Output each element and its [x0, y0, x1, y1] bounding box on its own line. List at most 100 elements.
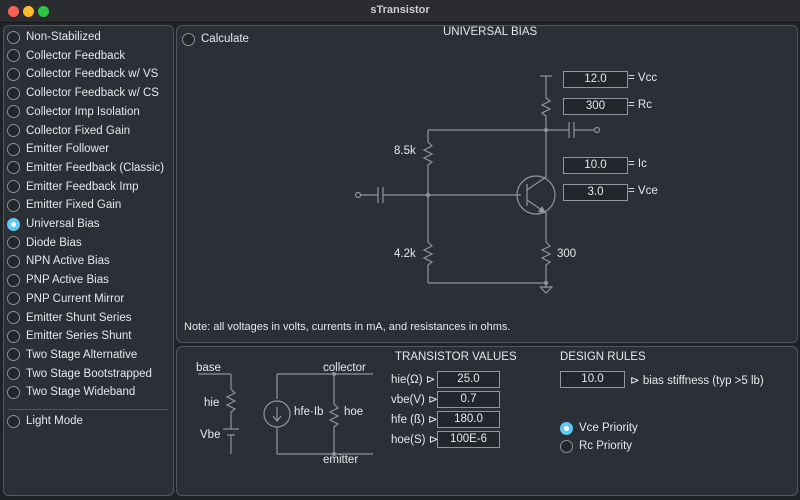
transistor-param-field[interactable]: 25.0 — [437, 371, 500, 388]
vce-label: = Vce — [628, 185, 658, 197]
rc-label: = Rc — [628, 99, 652, 111]
sidebar-item[interactable]: Two Stage Bootstrapped — [7, 365, 167, 383]
calculate-radio[interactable] — [182, 32, 195, 46]
sidebar-item-label: Emitter Series Shunt — [26, 330, 132, 343]
design-rules-title: DESIGN RULES — [560, 351, 646, 363]
hie-label: hie — [204, 397, 220, 409]
sidebar-item-label: Two Stage Alternative — [26, 348, 138, 361]
circuit-radio[interactable] — [7, 217, 20, 231]
sidebar-item[interactable]: Collector Feedback w/ CS — [7, 84, 167, 102]
collector-label: collector — [323, 362, 366, 374]
ic-label: = Ic — [628, 158, 647, 170]
circuit-radio[interactable] — [7, 348, 20, 362]
vce-field[interactable]: 3.0 — [563, 184, 628, 201]
rc-field[interactable]: 300 — [563, 98, 628, 115]
circuit-radio[interactable] — [7, 86, 20, 100]
calculate-toggle[interactable]: Calculate — [182, 30, 342, 48]
r2-resistor — [422, 240, 434, 267]
sidebar-item-label: Emitter Fixed Gain — [26, 199, 122, 212]
zoom-window-button[interactable] — [38, 6, 49, 17]
bias-stiffness-field[interactable]: 10.0 — [560, 371, 625, 388]
sidebar-divider — [8, 409, 168, 410]
sidebar-item[interactable]: Emitter Shunt Series — [7, 309, 167, 327]
npn-transistor — [516, 175, 556, 215]
sidebar-item-label: Universal Bias — [26, 218, 100, 230]
light-mode-radio[interactable] — [7, 414, 20, 428]
sidebar-item[interactable]: Non-Stabilized — [7, 28, 167, 46]
base-label: base — [196, 362, 221, 374]
emitter-label: emitter — [323, 454, 359, 466]
circuit-radio[interactable] — [7, 385, 20, 399]
sidebar-item[interactable]: PNP Current Mirror — [7, 290, 167, 308]
vcc-field[interactable]: 12.0 — [563, 71, 628, 88]
units-note: Note: all voltages in volts, currents in… — [184, 321, 511, 333]
sidebar-item[interactable]: Collector Feedback w/ VS — [7, 65, 167, 83]
sidebar-item[interactable]: Emitter Feedback (Classic) — [7, 159, 167, 177]
r1-label: 8.5k — [394, 145, 416, 157]
circuit-title: UNIVERSAL BIAS — [443, 26, 538, 38]
minimize-window-button[interactable] — [23, 6, 34, 17]
sidebar-item[interactable]: Diode Bias — [7, 234, 167, 252]
transistor-param-field[interactable]: 180.0 — [437, 411, 500, 428]
sidebar-item[interactable]: Collector Imp Isolation — [7, 103, 167, 121]
circuit-radio[interactable] — [7, 142, 20, 156]
priority-radio[interactable] — [560, 421, 573, 435]
light-mode-label: Light Mode — [26, 415, 83, 427]
transistor-param-field[interactable]: 100E-6 — [437, 431, 500, 448]
r1-resistor — [422, 140, 434, 167]
input-terminal — [354, 191, 362, 199]
sidebar-item[interactable]: Emitter Fixed Gain — [7, 196, 167, 214]
sidebar-item-label: Emitter Follower — [26, 143, 110, 156]
sidebar-item-label: Collector Feedback w/ CS — [26, 87, 159, 100]
circuit-radio[interactable] — [7, 30, 20, 44]
sidebar-item[interactable]: Collector Fixed Gain — [7, 122, 167, 140]
sidebar-item[interactable]: NPN Active Bias — [7, 252, 167, 270]
sidebar-item-label: Two Stage Bootstrapped — [26, 367, 152, 380]
hfe-ib-label: hfe·Ib — [294, 406, 324, 418]
sidebar-item[interactable]: Emitter Follower — [7, 140, 167, 158]
circuit-radio[interactable] — [7, 292, 20, 306]
sidebar-item[interactable]: PNP Active Bias — [7, 271, 167, 289]
sidebar-item[interactable]: Emitter Feedback Imp — [7, 178, 167, 196]
universal-bias-schematic — [354, 75, 601, 294]
sidebar-item[interactable]: Emitter Series Shunt — [7, 327, 167, 345]
transistor-param-label: hoe(S) ⊳ — [391, 434, 439, 446]
bias-stiffness-label: ⊳ bias stiffness (typ >5 lb) — [630, 375, 764, 387]
circuit-radio[interactable] — [7, 367, 20, 381]
sidebar-item[interactable]: Universal Bias — [7, 215, 167, 233]
priority-label: Rc Priority — [579, 440, 633, 452]
circuit-radio[interactable] — [7, 180, 20, 194]
circuit-radio[interactable] — [7, 254, 20, 268]
priority-option[interactable]: Vce Priority — [560, 419, 720, 437]
sidebar-item-label: PNP Active Bias — [26, 274, 109, 287]
priority-option[interactable]: Rc Priority — [560, 437, 720, 455]
ic-field[interactable]: 10.0 — [563, 157, 628, 174]
sidebar-item-label: Collector Imp Isolation — [26, 105, 140, 118]
circuit-radio[interactable] — [7, 273, 20, 287]
circuit-radio[interactable] — [7, 236, 20, 250]
close-window-button[interactable] — [8, 6, 19, 17]
hoe-resistor — [328, 402, 340, 429]
hybrid-model-schematic — [198, 372, 373, 456]
title-bar: sTransistor — [0, 0, 800, 23]
transistor-param-field[interactable]: 0.7 — [437, 391, 500, 408]
sidebar-item-label: Emitter Feedback (Classic) — [26, 161, 165, 174]
circuit-radio[interactable] — [7, 49, 20, 63]
transistor-values-title: TRANSISTOR VALUES — [395, 351, 517, 363]
light-mode-toggle[interactable]: Light Mode — [7, 412, 167, 430]
circuit-radio[interactable] — [7, 311, 20, 324]
circuit-panel: Calculate UNIVERSAL BIAS — [176, 25, 798, 343]
circuit-radio[interactable] — [7, 198, 20, 212]
sidebar-item[interactable]: Two Stage Alternative — [7, 346, 167, 364]
vcc-label: = Vcc — [628, 72, 658, 84]
sidebar-item[interactable]: Two Stage Wideband — [7, 383, 167, 401]
circuit-radio[interactable] — [7, 67, 20, 81]
circuit-radio[interactable] — [7, 329, 20, 343]
sidebar-item-label: Diode Bias — [26, 236, 82, 249]
circuit-radio[interactable] — [7, 105, 20, 119]
circuit-radio[interactable] — [7, 161, 20, 175]
priority-radio[interactable] — [560, 439, 573, 453]
circuit-radio[interactable] — [7, 124, 20, 137]
sidebar-item[interactable]: Collector Feedback — [7, 47, 167, 65]
